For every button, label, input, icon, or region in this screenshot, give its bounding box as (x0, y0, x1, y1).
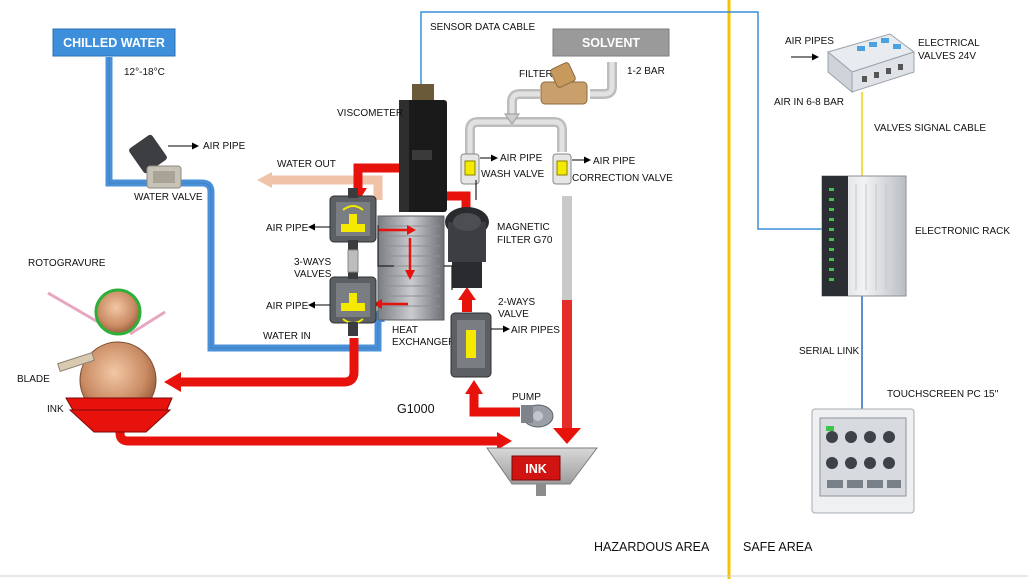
water-in-label: WATER IN (263, 331, 311, 342)
touchscreen-label: TOUCHSCREEN PC 15'' (887, 389, 999, 400)
chilled-water-label: CHILLED WATER (63, 36, 165, 50)
air-pipes-2way-label: AIR PIPES (511, 325, 560, 336)
air-pipe-upper-label: AIR PIPE (266, 223, 309, 234)
air-in-label: AIR IN 6-8 BAR (774, 97, 844, 108)
solvent-arrow (504, 113, 520, 125)
safe-area-label: SAFE AREA (743, 540, 813, 554)
magnetic-filter (445, 207, 489, 288)
electronic-rack (821, 175, 907, 297)
water-valve-label: WATER VALVE (134, 192, 203, 203)
chilled-water-pipe-outline (108, 57, 379, 349)
three-way-valve-lower (329, 269, 377, 336)
air-pipes-electrical-label: AIR PIPES (785, 36, 834, 47)
two-ways-label-2: VALVE (498, 309, 529, 320)
temp-range-label: 12°-18°C (124, 67, 165, 78)
three-ways-label-1: 3-WAYS (294, 257, 332, 268)
he-arrow-2 (405, 270, 415, 280)
serial-link-label: SERIAL LINK (799, 346, 860, 357)
sensor-data-cable (420, 11, 822, 230)
g1000-label: G1000 (397, 402, 435, 416)
blade-label: BLADE (17, 374, 50, 385)
filter-riser-pipe (462, 298, 472, 312)
ink-to-pump-pipe (115, 416, 498, 446)
sensor-cable-label: SENSOR DATA CABLE (430, 22, 536, 33)
solvent-box: SOLVENT (552, 28, 670, 57)
water-valve (129, 134, 182, 189)
three-way-link (347, 249, 359, 273)
rotogravure-label: ROTOGRAVURE (28, 258, 106, 269)
electronic-rack-label: ELECTRONIC RACK (915, 226, 1010, 237)
he-arrow-3 (373, 299, 382, 309)
ink-return-pipe (180, 338, 359, 387)
blade (57, 352, 95, 372)
correction-line-ink (562, 300, 572, 432)
ink-return-arrow (164, 372, 181, 392)
correction-down-arrow (553, 428, 581, 444)
electrical-valves (826, 33, 916, 94)
hazardous-area-label: HAZARDOUS AREA (594, 540, 710, 554)
control-cables (377, 180, 477, 290)
solvent-label: SOLVENT (582, 36, 640, 50)
correction-valve-label: CORRECTION VALVE (572, 173, 673, 184)
touchscreen-pc (811, 408, 915, 514)
filter-label: FILTER (519, 69, 553, 80)
wash-valve (460, 153, 480, 185)
air-pipe-wash-label: AIR PIPE (500, 153, 543, 164)
he-arrow-1 (407, 225, 416, 235)
valves-signal-cable-label: VALVES SIGNAL CABLE (874, 123, 986, 134)
electrical-valves-label-1: ELECTRICAL (918, 38, 980, 49)
filter-to-viscometer-pipe (440, 191, 471, 208)
ink-label: INK (47, 404, 64, 415)
electrical-valves-label-2: VALVES 24V (918, 51, 976, 62)
heat-exchanger-label-2: EXCHANGER (392, 337, 455, 348)
ink-tank-label: INK (525, 462, 547, 476)
three-ways-label-2: VALVES (294, 269, 332, 280)
correction-valve (552, 153, 572, 185)
three-way-valve-upper (329, 188, 377, 252)
water-out-label: WATER OUT (277, 159, 336, 170)
viscometer-label: VISCOMETER (337, 108, 403, 119)
filter-riser-arrow (458, 287, 476, 300)
viscometer (399, 84, 447, 212)
magnetic-filter-label-1: MAGNETIC (497, 222, 550, 233)
air-pipe-correction-label: AIR PIPE (593, 156, 636, 167)
solvent-filter (540, 62, 588, 105)
pump (521, 404, 554, 428)
ink-feed-pipe (353, 163, 400, 190)
ink-tank: INK (486, 447, 598, 496)
air-pipe-water-label: AIR PIPE (203, 141, 246, 152)
two-ways-label-1: 2-WAYS (498, 297, 536, 308)
heat-exchanger-flow (378, 228, 412, 306)
air-pipe-lower-label: AIR PIPE (266, 301, 309, 312)
wash-valve-label: WASH VALVE (481, 169, 544, 180)
two-way-valve (450, 312, 492, 378)
water-out-pipe (272, 175, 383, 200)
water-out-arrow (257, 172, 272, 188)
pump-label: PUMP (512, 392, 541, 403)
heat-exchanger-label-1: HEAT (392, 325, 418, 336)
pressure-label: 1-2 BAR (627, 66, 665, 77)
pump-riser-arrow (465, 380, 483, 394)
pump-riser-pipe (469, 392, 520, 417)
magnetic-filter-label-2: FILTER G70 (497, 235, 553, 246)
rotogravure-machine (47, 288, 173, 433)
chilled-water-box: CHILLED WATER (52, 28, 176, 57)
solvent-pipes-inner (467, 62, 615, 155)
ink-to-pump-arrow (497, 432, 512, 450)
